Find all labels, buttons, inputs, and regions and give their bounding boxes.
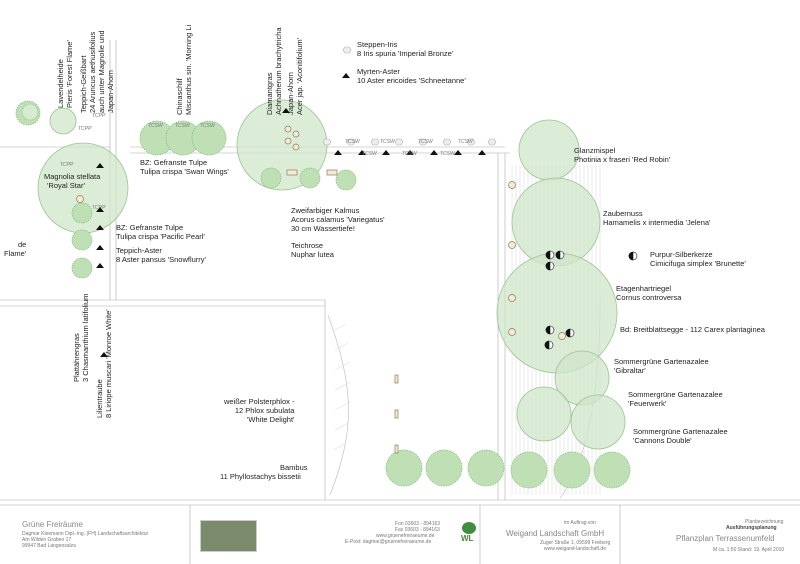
label-azalee-gibraltar: Sommergrüne Gartenazalee'Gibraltar': [614, 357, 709, 375]
client-name: Weigand Landschaft GmbH: [506, 529, 605, 538]
azalee-feuerwerk-shrub: [516, 386, 572, 442]
contact-line: E-Post: dagmar@gruenefreiraeume.de: [345, 539, 432, 545]
myrten-aster-points: [96, 73, 486, 357]
company-logo: WL: [458, 522, 480, 546]
code-tag: TCSW: [458, 139, 473, 145]
shrub-circles: [37, 99, 626, 450]
code-tag: TCPP: [60, 162, 74, 168]
left-shrub-sketch: [21, 103, 39, 121]
etagenhartriegel-tree: [496, 252, 618, 374]
office-line: Dagmar Kleemann Dipl.-Ing. (FH) Landscha…: [22, 531, 149, 537]
code-tag: TCSW: [175, 123, 190, 129]
lavendelheide-shrub: [49, 107, 77, 135]
steppen-iris-points: [322, 46, 497, 146]
contact-line: Fon 03603 - 894163: [395, 521, 441, 527]
office-photo: [200, 520, 257, 552]
plan-label: Planbezeichnung: [745, 519, 784, 525]
code-tag: TCSW: [148, 123, 163, 129]
code-tag: TCSW: [345, 139, 360, 145]
label-breitblattsegge: Bd: Breitblattsegge - 112 Carex plantagi…: [620, 325, 765, 334]
logo-tree-icon: [462, 522, 476, 534]
office-line: Am Wilden Graben 17: [22, 537, 72, 543]
code-tag: TCPP: [92, 205, 106, 211]
logo-text: WL: [461, 534, 474, 543]
grass-clumps: [15, 100, 631, 489]
plan-type: Ausführungsplanung: [726, 525, 777, 531]
code-tag: TCSW: [380, 139, 395, 145]
client-note: im Auftrag von: [564, 520, 596, 526]
azalee-cannons-shrub: [570, 394, 626, 450]
code-tag: TCPP: [92, 113, 106, 119]
code-tag: TCSW: [200, 123, 215, 129]
office-line: 99947 Bad Langensalza: [22, 543, 76, 549]
plan-name: Pflanzplan Terrassenumfeld: [676, 534, 775, 543]
contact-line: Fax 03603 - 894163: [395, 527, 440, 533]
code-tag: TCSW: [362, 151, 377, 157]
code-tag: TCSW: [402, 151, 417, 157]
small-markers: [76, 125, 566, 454]
code-tag: TCSW: [418, 139, 433, 145]
plan-meta: M ca. 1:50 Stand: 19. April 2010: [713, 547, 785, 553]
label-azalee-cannons: Sommergrüne Gartenazalee'Cannons Double': [633, 427, 728, 445]
client-line: Zuger Straße 1, 09599 Freiberg: [540, 540, 611, 546]
glanzmispel-shrub: [518, 119, 580, 181]
client-line: www.weigand-landschaft.de: [544, 546, 606, 552]
label-magnolia: Magnolia stellata'Royal Star': [44, 172, 101, 190]
office-name: Grüne Freiräume: [22, 520, 83, 529]
silberkerze-points: [544, 250, 638, 350]
label-polsterphlox: weißer Polsterphlox -12 Phlox subulata'W…: [224, 397, 295, 424]
code-tag: TCSW: [440, 151, 455, 157]
contact-line: www.gruenefreiraeume.de: [376, 533, 435, 539]
label-azalee-feuerwerk: Sommergrüne Gartenazalee'Feuerwerk': [628, 390, 723, 408]
code-tag: TCPP: [78, 126, 92, 132]
